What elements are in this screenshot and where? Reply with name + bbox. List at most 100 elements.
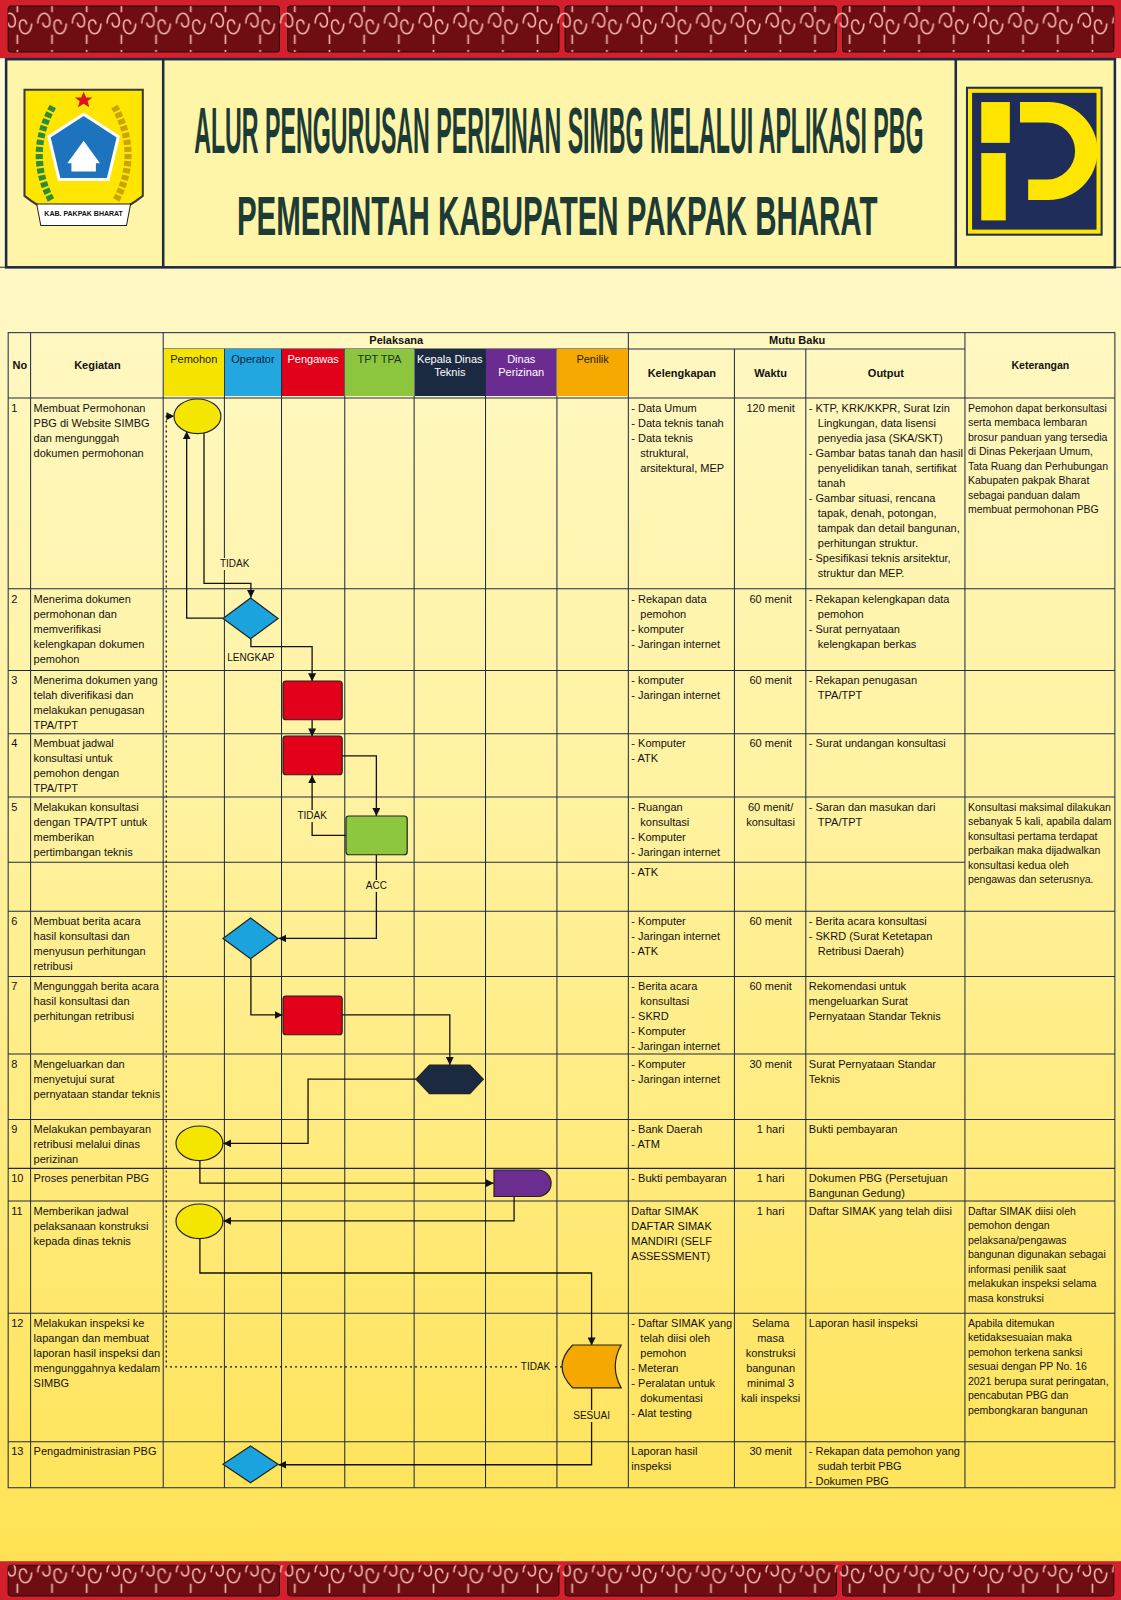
cell-text: Daftar SIMAK yang telah diisi xyxy=(809,1204,963,1219)
cell-text: - Komputer xyxy=(631,1024,732,1039)
table-cell: Apabila ditemukan ketidaksesuaian maka p… xyxy=(968,1316,1113,1418)
shape-outline xyxy=(494,1170,551,1197)
cell-text: Melakukan inspeksi ke lapangan dan membu… xyxy=(34,1316,162,1391)
flow-connector xyxy=(278,855,376,939)
cell-text: - Rekapan data pemohon xyxy=(631,592,732,622)
table-cell: Pemohon dapat berkonsultasi serta membac… xyxy=(968,401,1113,517)
column-header: Waktu xyxy=(737,366,803,381)
lane-header: Pengawas xyxy=(282,349,344,396)
cell-text: - Data teknis tanah xyxy=(631,416,732,431)
column-header: Output xyxy=(809,366,963,381)
table-cell: - Saran dan masukan dari TPA/TPT xyxy=(809,800,963,830)
logo-ribbon: KAB. PAKPAK BHARAT xyxy=(39,209,129,218)
cell-text: - Jaringan internet xyxy=(631,845,732,860)
table-cell: Konsultasi maksimal dilakukan sebanyak 5… xyxy=(968,800,1113,887)
graphic-g xyxy=(8,333,1115,1488)
shape-outline xyxy=(283,736,342,775)
diamond-shape xyxy=(223,918,278,959)
row-number: 6 xyxy=(11,914,28,929)
table-cell: - Rekapan penugasan TPA/TPT xyxy=(809,673,963,703)
cell-text: - komputer xyxy=(631,673,732,688)
table-cell: Surat Pernyataan Standar Teknis xyxy=(809,1057,963,1087)
lane-header: Operator xyxy=(225,349,281,396)
graphic-path xyxy=(49,114,118,179)
flow-connector xyxy=(223,1079,416,1143)
cell-text: Dokumen PBG (Persetujuan Bangunan Gedung… xyxy=(809,1171,963,1201)
shape-fill xyxy=(223,598,278,639)
cell-text: Membuat Permohonan PBG di Website SIMBG … xyxy=(34,401,162,461)
cell-text: - Jaringan internet xyxy=(631,1072,732,1087)
rect-shape xyxy=(283,736,342,775)
cell-text: Proses penerbitan PBG xyxy=(34,1171,162,1186)
header-cell: No xyxy=(11,358,28,373)
graphic-polygon xyxy=(75,92,93,107)
table-cell: - Rekapan data pemohon- komputer- Jaring… xyxy=(631,592,732,652)
cell-text: DAFTAR SIMAK MANDIRI (SELF ASSESSMENT) xyxy=(631,1219,732,1264)
table-cell: 6 xyxy=(11,914,28,929)
table-cell: 12 xyxy=(11,1316,28,1331)
table-cell: 30 menit xyxy=(737,1444,803,1459)
shape-fill xyxy=(494,1170,551,1197)
cell-text: Surat Pernyataan Standar Teknis xyxy=(809,1057,963,1087)
table-cell: Daftar SIMAK diisi oleh pemohon dengan p… xyxy=(968,1204,1113,1306)
cell-text: Menerima dokumen permohonan dan memverif… xyxy=(34,592,162,667)
table-cell: Melakukan konsultasi dengan TPA/TPT untu… xyxy=(34,800,162,860)
graphic-rect xyxy=(8,6,1114,52)
row-number: 4 xyxy=(11,736,28,751)
cell-text: - Jaringan internet xyxy=(631,688,732,703)
table-cell: - Berita acara konsultasi- SKRD- Kompute… xyxy=(631,979,732,1054)
shape-fill xyxy=(176,1204,223,1239)
cell-text: - Komputer xyxy=(631,1057,732,1072)
cell-text: - ATK xyxy=(631,865,732,880)
subtitle-box: PEMERINTAH KABUPATEN PAKPAK BHARAT xyxy=(237,188,878,244)
table-cell: Pengadministrasian PBG xyxy=(34,1444,162,1459)
cell-text: Bukti pembayaran xyxy=(809,1122,963,1137)
table-cell: 1 hari xyxy=(737,1171,803,1186)
row-number: 12 xyxy=(11,1316,28,1331)
rect-shape xyxy=(283,996,342,1035)
shape-fill xyxy=(283,736,342,775)
flow-connector xyxy=(204,433,251,598)
title-box: ALUR PENGURUSAN PERIZINAN SIMBG MELALUI … xyxy=(194,99,923,163)
table-cell: 10 xyxy=(11,1171,28,1186)
lane-name: Penilik xyxy=(557,349,627,366)
table-cell: Rekomendasi untuk mengeluarkan Surat Per… xyxy=(809,979,963,1024)
shape-fill xyxy=(223,1446,278,1483)
cell-text: - ATK xyxy=(631,944,732,959)
graphic-path xyxy=(8,349,1115,1442)
table-cell: 60 menit xyxy=(737,979,803,994)
graphic-rect xyxy=(8,333,1115,1488)
shape-outline xyxy=(174,399,221,434)
cell-text: - Bank Daerah xyxy=(631,1122,732,1137)
table-cell: Selama masa konstruksi bangunan minimal … xyxy=(737,1316,803,1406)
graphic-rect xyxy=(0,0,1121,58)
table-cell: 13 xyxy=(11,1444,28,1459)
ellipse-shape xyxy=(176,1204,223,1239)
shape-fill xyxy=(562,1345,621,1388)
table-cell: Melakukan inspeksi ke lapangan dan membu… xyxy=(34,1316,162,1391)
edge-label: TIDAK xyxy=(295,810,328,822)
cell-text: - Data teknis struktural, arsitektural, … xyxy=(631,431,732,476)
cell-text: 60 menit/ konsultasi xyxy=(737,800,803,830)
cell-text: - Dokumen PBG xyxy=(809,1474,963,1489)
flow-connector xyxy=(200,1238,592,1345)
table-cell: - ATK xyxy=(631,865,732,880)
edge-label: TIDAK xyxy=(218,558,251,570)
header-cell: Waktu xyxy=(737,366,803,381)
column-header: Mutu Baku xyxy=(631,333,963,348)
cell-text: 120 menit xyxy=(737,401,803,416)
cell-text: - ATK xyxy=(631,751,732,766)
lane-header: Dinas Perizinan xyxy=(486,349,556,396)
shape-fill xyxy=(223,918,278,959)
table-cell: 1 hari xyxy=(737,1204,803,1219)
shape-fill xyxy=(416,1065,483,1094)
table-cell: Membuat berita acara hasil konsultasi da… xyxy=(34,914,162,974)
flow-connector xyxy=(342,1015,450,1065)
graphic-path xyxy=(114,106,128,200)
lane-name: Dinas Perizinan xyxy=(486,349,556,379)
cell-text: Pengadministrasian PBG xyxy=(34,1444,162,1459)
flow-connector xyxy=(312,775,346,835)
lane-name: Pemohon xyxy=(164,349,224,366)
